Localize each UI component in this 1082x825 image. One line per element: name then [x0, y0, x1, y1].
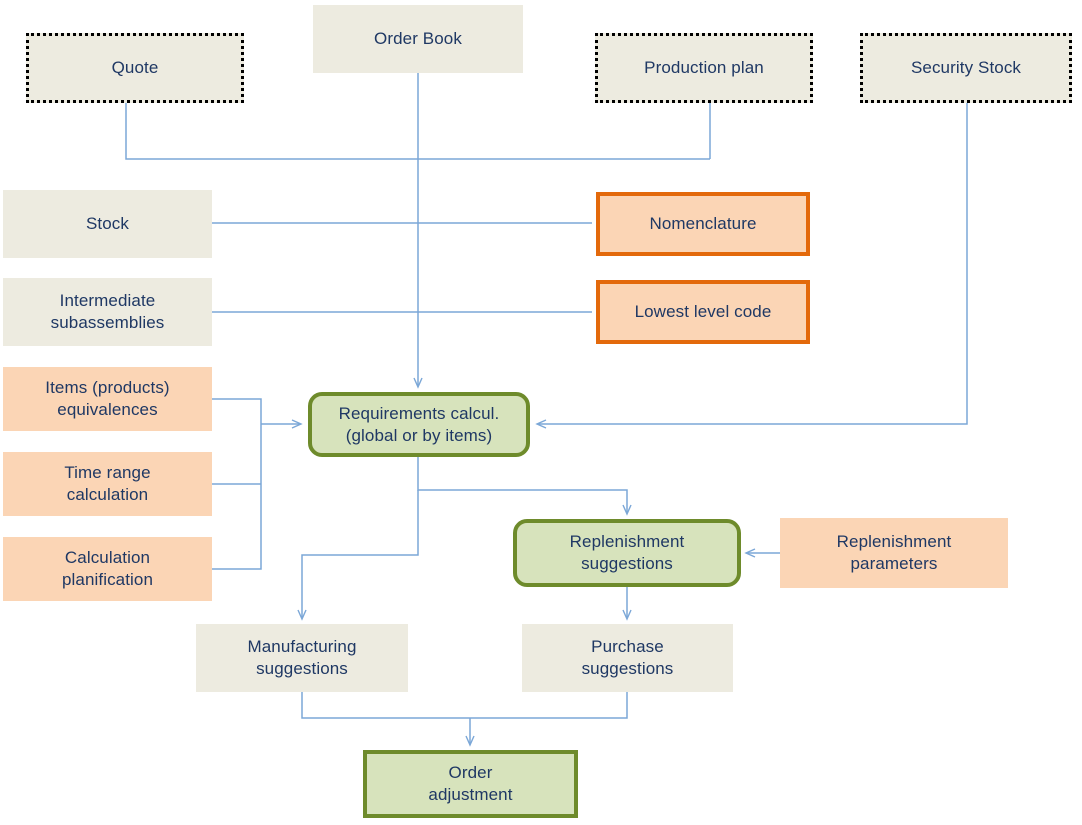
edge-manufacturing-to-merge: [301, 692, 470, 719]
node-label: Stock: [85, 214, 130, 234]
edge-security-stock-to-req: [535, 103, 968, 429]
node-label: Quote: [111, 58, 159, 78]
node-label: Order Book: [374, 29, 462, 49]
node-order_book[interactable]: Order Book: [313, 5, 523, 73]
node-nomenclature[interactable]: Nomenclature: [596, 192, 810, 256]
node-label: Requirements calcul.(global or by items): [338, 403, 500, 445]
node-quote[interactable]: Quote: [26, 33, 244, 103]
edge-purchase-to-merge: [470, 692, 628, 719]
edge-req-to-manufacturing: [297, 490, 419, 621]
node-stock[interactable]: Stock: [3, 190, 212, 258]
node-label: Items (products)equivalences: [45, 378, 170, 419]
edge-calc-plan-to-bus: [212, 424, 262, 570]
node-lowest_level[interactable]: Lowest level code: [596, 280, 810, 344]
node-label: Nomenclature: [649, 214, 757, 234]
node-security_stock[interactable]: Security Stock: [860, 33, 1072, 103]
edge-req-to-replenishment: [417, 457, 632, 516]
node-items_equiv[interactable]: Items (products)equivalences: [3, 367, 212, 431]
node-production_plan[interactable]: Production plan: [595, 33, 813, 103]
node-label: Security Stock: [910, 58, 1022, 78]
edge-items-equiv-to-bus: [212, 398, 262, 424]
node-requirements[interactable]: Requirements calcul.(global or by items): [308, 392, 530, 457]
edge-quote-to-bus: [125, 103, 710, 160]
node-label: Production plan: [644, 58, 764, 78]
node-label: Lowest level code: [634, 302, 772, 322]
